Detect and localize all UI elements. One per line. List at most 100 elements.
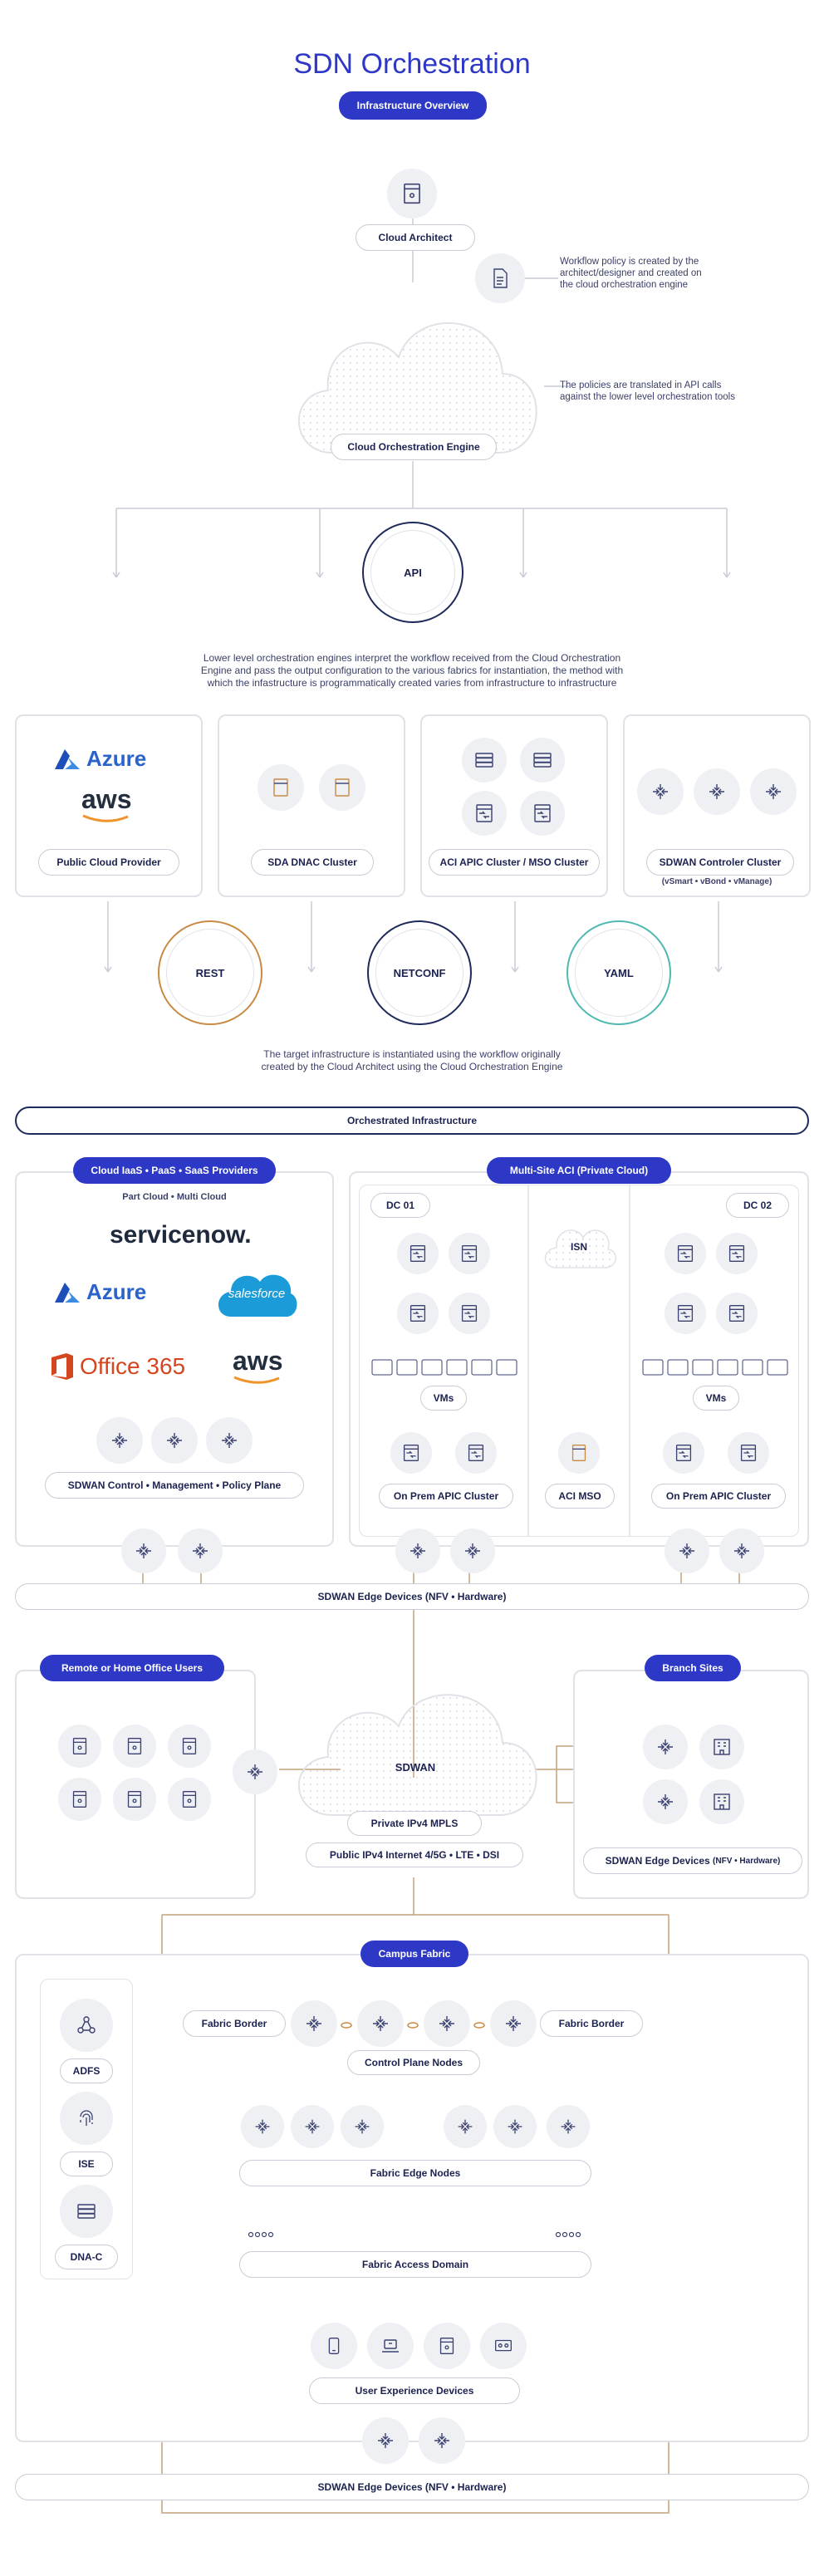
user-device-icon — [168, 1778, 211, 1821]
router-icon — [178, 1528, 223, 1573]
router-icon — [419, 2417, 465, 2464]
multisite-dividers — [527, 1185, 630, 1537]
aci-server-icon — [397, 1293, 439, 1334]
cloud-engine-label: Cloud Orchestration Engine — [331, 434, 497, 460]
azure-logo: Azure — [53, 1279, 146, 1305]
yaml-label: YAML — [575, 929, 663, 1017]
border-switch-icon — [490, 2000, 537, 2047]
edge-switch-icon — [241, 2105, 284, 2148]
router-icon — [151, 1417, 198, 1464]
azure-icon — [55, 748, 80, 769]
campus-fabric-box — [15, 1954, 809, 2442]
laptop-icon — [367, 2323, 414, 2369]
remote-users-badge: Remote or Home Office Users — [40, 1655, 224, 1681]
workflow-note-line: architect/designer and created on — [560, 268, 702, 278]
router-icon — [121, 1528, 166, 1573]
salesforce-cloud-icon — [218, 1274, 297, 1317]
aci-mso-label: ACI MSO — [545, 1484, 615, 1509]
sdwan-cloud — [297, 1694, 537, 1816]
edge-switch-icon — [547, 2105, 590, 2148]
edge-switch-icon — [341, 2105, 384, 2148]
sda-server-icon — [258, 764, 304, 811]
router-icon — [750, 768, 797, 815]
branch-edge-text: SDWAN Edge Devices — [605, 1855, 710, 1867]
cloud-providers-sub: Part Cloud • Multi Cloud — [122, 1192, 227, 1202]
aci-server-icon — [728, 1432, 769, 1474]
fingerprint-icon — [60, 2092, 113, 2145]
sdwan-controller-sub: (vSmart • vBond • vManage) — [661, 877, 772, 886]
border-links — [341, 2022, 485, 2029]
orchestration-cloud — [298, 321, 537, 454]
netconf-label: NETCONF — [375, 929, 464, 1017]
aci-stack-icon — [520, 738, 565, 783]
lower-note-line: Engine and pass the output configuration… — [200, 665, 624, 676]
dc02-label: DC 02 — [726, 1193, 789, 1218]
aci-server-icon — [449, 1293, 490, 1334]
cloud-architect-icon — [387, 169, 437, 218]
salesforce-text: salesforce — [228, 1287, 286, 1301]
target-note-line: The target infrastructure is instantiate… — [263, 1048, 561, 1060]
router-icon — [206, 1417, 253, 1464]
azure-text: Azure — [86, 1279, 147, 1304]
workflow-note: Workflow policy is created by the archit… — [560, 256, 702, 291]
adfs-label: ADFS — [60, 2058, 113, 2083]
control-plane-label: SDWAN Control • Management • Policy Plan… — [45, 1472, 304, 1499]
user-device-icon — [168, 1725, 211, 1768]
aci-server-icon — [716, 1293, 758, 1334]
workflow-note-line: Workflow policy is created by the — [560, 257, 699, 267]
orchestrated-infrastructure-bar: Orchestrated Infrastructure — [15, 1106, 809, 1135]
router-icon — [450, 1528, 495, 1573]
sda-server-icon — [319, 764, 365, 811]
sdwan-edge-bottom-label: SDWAN Edge Devices (NFV • Hardware) — [15, 2474, 809, 2500]
router-icon — [395, 1528, 440, 1573]
aci-server-icon — [665, 1233, 706, 1274]
azure-text: Azure — [86, 746, 147, 771]
mso-icon — [558, 1432, 600, 1474]
aci-server-icon — [520, 791, 565, 836]
fabric-border-right: Fabric Border — [540, 2010, 643, 2037]
target-note-line: created by the Cloud Architect using the… — [261, 1061, 563, 1072]
aci-server-icon — [665, 1293, 706, 1334]
cloud-providers-badge: Cloud IaaS • PaaS • SaaS Providers — [73, 1157, 276, 1184]
edge-switch-icon — [493, 2105, 537, 2148]
office-icon — [52, 1353, 73, 1380]
user-experience-label: User Experience Devices — [309, 2377, 520, 2404]
building-icon — [699, 1779, 744, 1824]
public-cloud-label: Public Cloud Provider — [38, 849, 179, 876]
aws-logo: aws — [233, 1346, 282, 1384]
edge-switch-icon — [444, 2105, 487, 2148]
aci-label: ACI APIC Cluster / MSO Cluster — [429, 849, 600, 876]
azure-icon — [55, 1282, 80, 1303]
office365-text: Office 365 — [80, 1353, 186, 1379]
sdwan-cloud-label: SDWAN — [395, 1761, 436, 1774]
sda-label: SDA DNAC Cluster — [251, 849, 374, 876]
router-icon — [694, 768, 740, 815]
router-icon — [637, 768, 684, 815]
building-icon — [699, 1725, 744, 1769]
aci-server-icon — [449, 1233, 490, 1274]
policies-note-line: The policies are translated in API calls — [560, 380, 722, 390]
lower-orchestration-note: Lower level orchestration engines interp… — [141, 652, 683, 689]
isn-cloud — [544, 1229, 616, 1268]
aci-server-icon — [390, 1432, 432, 1474]
sdwan-controller-label: SDWAN Controler Cluster — [646, 849, 794, 876]
router-icon — [643, 1725, 688, 1769]
fabric-access-domain-label: Fabric Access Domain — [239, 2251, 591, 2278]
branch-edge-sub: (NFV • Hardware) — [713, 1856, 781, 1866]
document-icon — [475, 253, 525, 303]
user-device-icon — [113, 1725, 156, 1768]
router-icon — [96, 1417, 143, 1464]
router-icon — [233, 1749, 277, 1794]
workflow-note-connector — [525, 277, 558, 279]
overview-badge: Infrastructure Overview — [339, 91, 487, 120]
internet-label: Public IPv4 Internet 4/5G • LTE • DSI — [306, 1842, 523, 1867]
top-connectors — [104, 218, 731, 973]
router-icon — [643, 1779, 688, 1824]
aws-smile-icon — [233, 1376, 280, 1384]
border-switch-icon — [357, 2000, 404, 2047]
policies-note: The policies are translated in API calls… — [560, 380, 735, 403]
target-note: The target infrastructure is instantiate… — [183, 1048, 641, 1073]
campus-fabric-badge: Campus Fabric — [360, 1941, 468, 1967]
phone-icon — [311, 2323, 357, 2369]
apic-cluster-label: On Prem APIC Cluster — [379, 1484, 513, 1509]
